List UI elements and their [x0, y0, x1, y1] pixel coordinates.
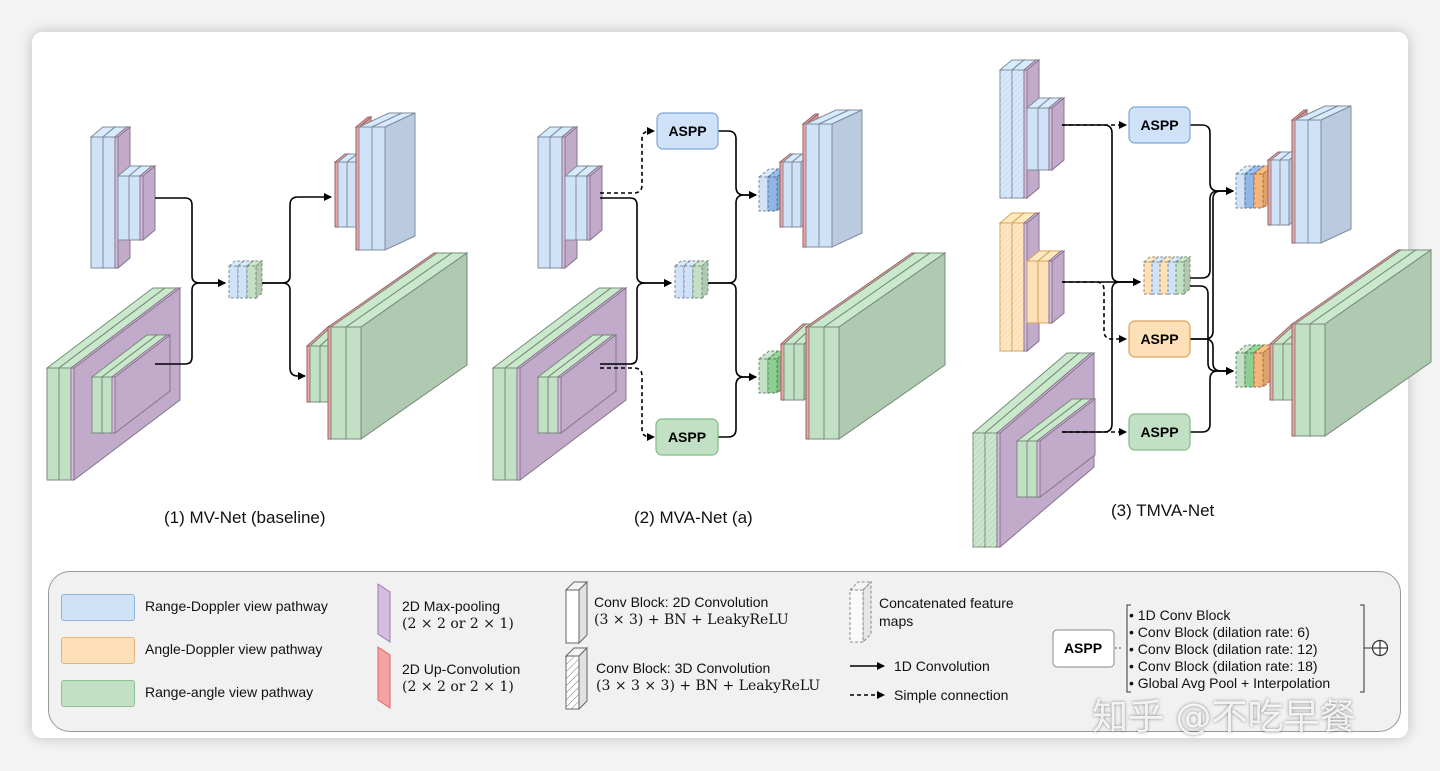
rd-conv-block	[1307, 105, 1352, 244]
legend-conv3d-line2: (3 × 3 × 3) + BN + LeakyReLU	[596, 678, 821, 694]
aspp-box-rd: ASPP	[656, 112, 719, 150]
legend-label-angle-doppler: Angle-Doppler view pathway	[145, 641, 323, 657]
caption-tmvanet: (3) TMVA-Net	[1111, 501, 1215, 520]
ra-conv-block	[822, 252, 947, 440]
aspp-ad-to-ra-arrow	[1190, 338, 1234, 375]
rd-maxpool-small	[585, 164, 604, 242]
legend-upconv-line2: (2 × 2 or 2 × 1)	[402, 679, 514, 695]
legend-conv1d-label: 1D Convolution	[894, 658, 990, 674]
legend-panel: Range-Doppler view pathway Angle-Doppler…	[48, 571, 1401, 732]
aspp-label: ASPP	[668, 123, 706, 139]
ra-maxpool-small	[1035, 397, 1097, 499]
legend-concat-line2: maps	[879, 613, 914, 629]
legend-concat-line1: Concatenated feature	[879, 595, 1014, 611]
rd-to-latent-arrow	[155, 197, 226, 287]
ad-maxpool-small	[1047, 249, 1066, 325]
aspp-ad-to-rd-arrow	[1190, 187, 1234, 340]
ra-to-aspp-arrow	[600, 367, 655, 441]
legend-aspp-item: • Conv Block (dilation rate: 6)	[1129, 624, 1310, 640]
watermark-text: 知乎 @不吃早餐	[1092, 697, 1356, 738]
rd-to-latent-arrow	[600, 197, 672, 287]
legend-simple-label: Simple connection	[894, 687, 1009, 703]
legend-aspp-item: • Conv Block (dilation rate: 18)	[1129, 658, 1318, 674]
rd-maxpool-small	[1047, 96, 1066, 172]
aspp-label: ASPP	[1140, 424, 1178, 440]
legend-conv3d-line1: Conv Block: 3D Convolution	[596, 660, 771, 676]
rd-conv-block	[371, 112, 416, 251]
legend-swatch-range-doppler	[61, 594, 135, 621]
rd-to-latent-arrow	[1062, 124, 1141, 286]
ra-to-latent-arrow	[155, 279, 226, 365]
aspp-to-ra-arrow	[718, 373, 757, 438]
ra-maxpool-small	[110, 333, 172, 435]
legend-aspp-item: • Conv Block (dilation rate: 12)	[1129, 641, 1318, 657]
aspp-box-ad: ASPP	[1128, 320, 1191, 358]
latent-to-rd-arrow	[262, 193, 332, 284]
ad-to-aspp-arrow	[1062, 281, 1127, 343]
ra-to-latent-arrow	[600, 279, 672, 365]
caption-mvanet: (2) MVA-Net (a)	[634, 508, 753, 527]
latent-concat	[245, 259, 264, 300]
aspp-box-ra: ASPP	[1128, 413, 1191, 451]
latent-to-rd-arrow	[708, 191, 757, 284]
latent-concat	[1174, 255, 1192, 296]
aspp-label: ASPP	[1140, 331, 1178, 347]
rd-to-aspp-arrow	[600, 127, 655, 194]
rd-conv-block	[818, 109, 863, 248]
legend-maxpool-line2: (2 × 2 or 2 × 1)	[402, 616, 514, 632]
latent-to-ra-arrow	[708, 282, 757, 381]
latent-to-rd-arrow	[1190, 187, 1234, 279]
caption-mvnet: (1) MV-Net (baseline)	[164, 508, 326, 527]
latent-to-ra-arrow	[262, 282, 306, 380]
legend-conv2d-line2: (3 × 3) + BN + LeakyReLU	[594, 612, 789, 628]
aspp-to-rd-arrow	[718, 130, 757, 199]
aspp-box-rd: ASPP	[1128, 106, 1191, 144]
legend-maxpool-line1: 2D Max-pooling	[402, 598, 501, 614]
aspp-box-ra: ASPP	[655, 418, 719, 456]
aspp-label: ASPP	[668, 429, 706, 445]
aspp-rd-to-rd-arrow	[1190, 124, 1234, 195]
legend-swatch-angle-doppler	[61, 637, 135, 664]
ra-maxpool-small	[556, 333, 618, 435]
ra-conv-block	[344, 252, 469, 440]
aspp-label: ASPP	[1140, 117, 1178, 133]
legend-swatch-range-angle	[61, 680, 135, 707]
legend-aspp-item: • 1D Conv Block	[1129, 607, 1231, 623]
aspp-ra-to-ra-arrow	[1190, 367, 1234, 433]
legend-conv2d-line1: Conv Block: 2D Convolution	[594, 594, 769, 610]
latent-concat	[691, 259, 710, 300]
legend-label-range-doppler: Range-Doppler view pathway	[145, 598, 328, 614]
rd-maxpool-small	[138, 164, 157, 242]
legend-aspp-item: • Global Avg Pool + Interpolation	[1129, 675, 1331, 691]
legend-label-range-angle: Range-angle view pathway	[145, 684, 314, 700]
ra-conv-block	[1308, 249, 1433, 437]
legend-upconv-line1: 2D Up-Convolution	[402, 661, 521, 677]
latent-to-ra-arrow	[1190, 285, 1234, 375]
